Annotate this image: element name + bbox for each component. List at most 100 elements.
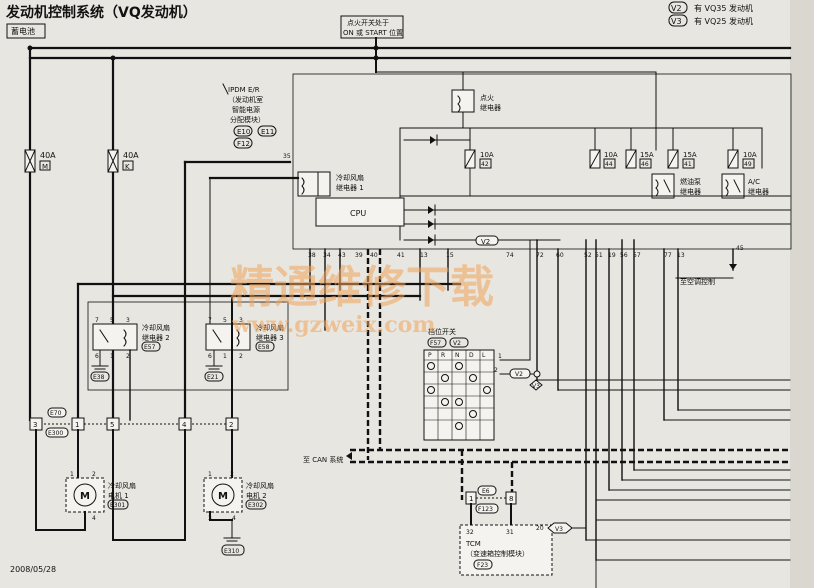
svg-text:4: 4 bbox=[182, 421, 187, 429]
svg-text:D: D bbox=[469, 352, 474, 359]
svg-text:4: 4 bbox=[92, 515, 96, 522]
svg-text:E58: E58 bbox=[258, 344, 270, 351]
svg-text:39: 39 bbox=[355, 252, 363, 259]
svg-text:57: 57 bbox=[633, 252, 641, 259]
svg-text:38: 38 bbox=[308, 252, 316, 259]
cpu-label: CPU bbox=[350, 209, 366, 218]
svg-text:40A: 40A bbox=[40, 151, 56, 160]
svg-text:56: 56 bbox=[620, 252, 628, 259]
svg-text:40A: 40A bbox=[123, 151, 139, 160]
svg-text:1: 1 bbox=[208, 471, 212, 478]
svg-text:4: 4 bbox=[232, 515, 236, 522]
svg-text:E57: E57 bbox=[144, 344, 156, 351]
svg-text:41: 41 bbox=[397, 252, 405, 259]
svg-text:V2: V2 bbox=[515, 371, 523, 378]
svg-text:电机 1: 电机 1 bbox=[108, 491, 129, 500]
to-can-system: 至 CAN 系统 bbox=[303, 455, 343, 464]
fuse-40a-k: 40A K bbox=[107, 56, 139, 422]
svg-text:L: L bbox=[482, 352, 486, 359]
ground-e21: E21 bbox=[204, 349, 224, 382]
svg-text:40: 40 bbox=[370, 252, 378, 259]
svg-text:E38: E38 bbox=[93, 374, 105, 381]
svg-text:E21: E21 bbox=[207, 374, 219, 381]
svg-text:35: 35 bbox=[283, 153, 291, 160]
svg-text:32: 32 bbox=[466, 529, 474, 536]
svg-text:10A: 10A bbox=[743, 151, 757, 159]
svg-text:R: R bbox=[441, 352, 445, 359]
svg-text:冷却风扇: 冷却风扇 bbox=[336, 173, 364, 182]
svg-text:42: 42 bbox=[481, 161, 489, 168]
svg-text:V3: V3 bbox=[671, 17, 682, 26]
svg-text:5: 5 bbox=[223, 317, 227, 324]
small-fuses: 10A 42 10A 44 15A 46 15A 41 10A 49 bbox=[464, 149, 757, 169]
svg-text:15A: 15A bbox=[683, 151, 697, 159]
fuse-40a-m: 40A M bbox=[24, 46, 56, 422]
svg-text:（发动机室: （发动机室 bbox=[228, 95, 263, 104]
svg-text:E310: E310 bbox=[224, 548, 239, 555]
svg-text:E11: E11 bbox=[261, 128, 274, 136]
svg-text:74: 74 bbox=[506, 252, 514, 259]
svg-text:冷却风扇: 冷却风扇 bbox=[142, 323, 170, 332]
svg-text:2: 2 bbox=[494, 367, 498, 374]
svg-text:V3: V3 bbox=[555, 526, 563, 533]
svg-text:P: P bbox=[428, 352, 432, 359]
svg-text:（变速箱控制模块）: （变速箱控制模块） bbox=[466, 549, 529, 558]
svg-text:31: 31 bbox=[506, 529, 514, 536]
svg-text:13: 13 bbox=[677, 252, 685, 259]
svg-text:77: 77 bbox=[664, 252, 672, 259]
svg-text:8: 8 bbox=[509, 495, 513, 503]
legend: V2 有 VQ35 发动机 V3 有 VQ25 发动机 bbox=[668, 1, 753, 27]
svg-text:2: 2 bbox=[92, 471, 96, 478]
svg-text:60: 60 bbox=[556, 252, 564, 259]
ground-e310: E310 bbox=[221, 519, 245, 556]
svg-text:继电器: 继电器 bbox=[480, 103, 501, 112]
svg-text:10A: 10A bbox=[480, 151, 494, 159]
svg-text:20: 20 bbox=[536, 525, 544, 532]
svg-text:F57: F57 bbox=[430, 340, 441, 347]
svg-text:继电器 2: 继电器 2 bbox=[142, 333, 170, 342]
ac-relay: A/C 继电器 bbox=[721, 173, 769, 199]
svg-text:继电器: 继电器 bbox=[680, 187, 701, 196]
svg-text:2: 2 bbox=[229, 421, 233, 429]
ignition-label-1: 点火开关处于 bbox=[347, 18, 389, 27]
svg-text:A/C: A/C bbox=[748, 178, 760, 186]
shift-position-switch: 档位开关 F57 V2 P R N D L 1 bbox=[423, 327, 502, 441]
svg-text:F123: F123 bbox=[478, 506, 493, 513]
svg-text:E302: E302 bbox=[248, 502, 263, 509]
date-stamp: 2008/05/28 bbox=[10, 565, 56, 574]
cooling-fan-relay-2: 7 5 3 6 1 2 冷却风扇 继电器 2 E57 bbox=[92, 317, 170, 360]
svg-text:1: 1 bbox=[469, 495, 473, 503]
svg-text:3: 3 bbox=[33, 421, 37, 429]
cooling-fan-motor-2: M 2 1 3 4 冷却风扇 电机 2 E302 bbox=[203, 471, 274, 522]
svg-text:7: 7 bbox=[95, 317, 99, 324]
svg-text:6: 6 bbox=[208, 353, 212, 360]
svg-text:E300: E300 bbox=[48, 430, 63, 437]
svg-text:M: M bbox=[42, 163, 48, 171]
svg-text:N: N bbox=[455, 352, 460, 359]
svg-text:13: 13 bbox=[420, 252, 428, 259]
tcm-module: 32 31 20 TCM （变速箱控制模块） F23 V3 bbox=[459, 522, 573, 576]
svg-text:电机 2: 电机 2 bbox=[246, 491, 267, 500]
watermark-url: www.gzweix.com bbox=[231, 312, 436, 338]
cooling-fan-relay-1: 冷却风扇 继电器 1 bbox=[297, 171, 364, 197]
svg-text:6: 6 bbox=[95, 353, 99, 360]
fuel-pump-relay: 燃油泵 继电器 bbox=[651, 173, 701, 199]
svg-text:1: 1 bbox=[75, 421, 79, 429]
svg-text:继电器 1: 继电器 1 bbox=[336, 183, 364, 192]
svg-text:1: 1 bbox=[223, 353, 227, 360]
svg-text:点火: 点火 bbox=[480, 94, 494, 102]
svg-text:TCM: TCM bbox=[465, 540, 481, 548]
svg-text:V2: V2 bbox=[453, 340, 461, 347]
svg-text:K: K bbox=[125, 163, 130, 171]
svg-text:52: 52 bbox=[584, 252, 592, 259]
ignition-label-2: ON 或 START 位置 bbox=[343, 28, 403, 37]
svg-text:19: 19 bbox=[608, 252, 616, 259]
svg-text:F23: F23 bbox=[477, 562, 488, 569]
svg-text:V2: V2 bbox=[481, 238, 490, 246]
svg-text:有 VQ35 发动机: 有 VQ35 发动机 bbox=[694, 3, 753, 13]
svg-text:1: 1 bbox=[498, 353, 502, 360]
battery-label: 蓄电池 bbox=[11, 26, 35, 36]
svg-text:1: 1 bbox=[110, 353, 114, 360]
svg-text:2: 2 bbox=[230, 471, 234, 478]
